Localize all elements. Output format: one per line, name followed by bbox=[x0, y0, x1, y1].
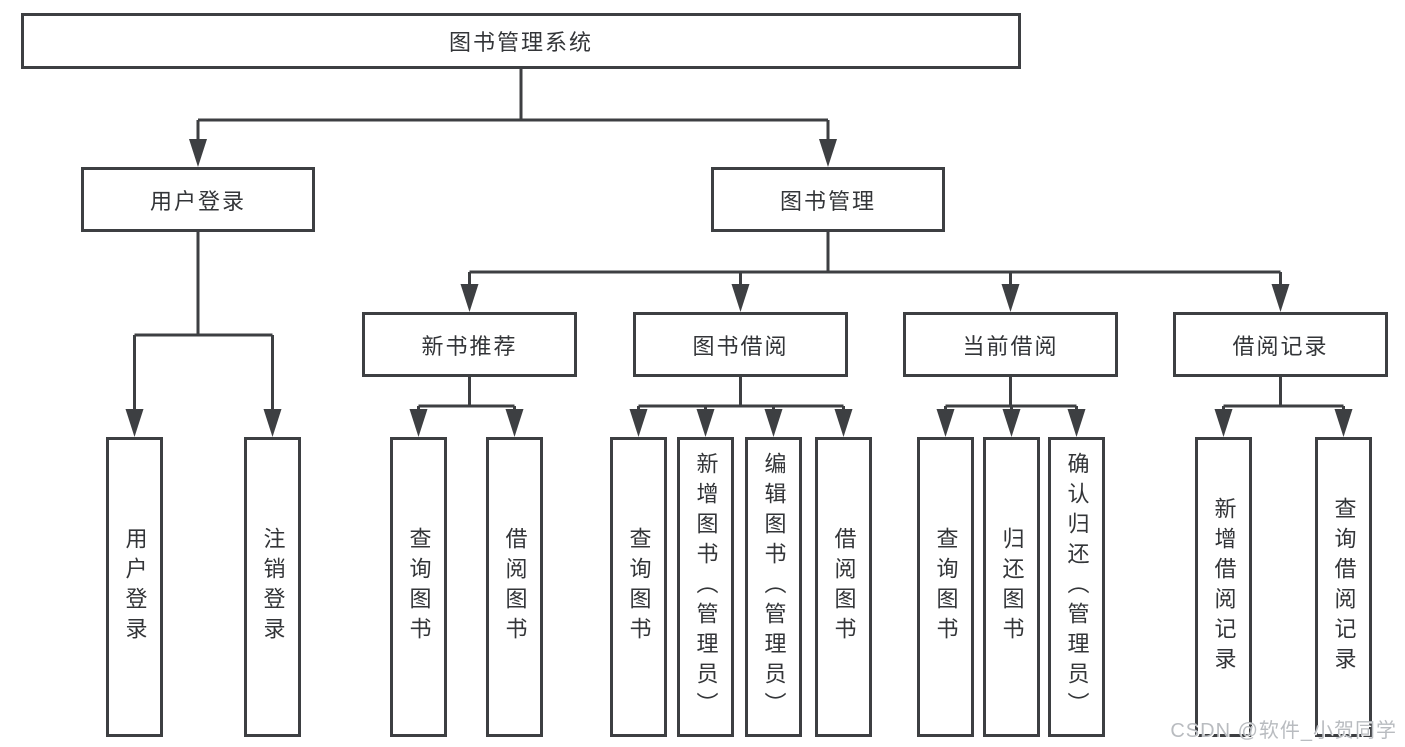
leaf-query-books-recommend: 查询图书 bbox=[390, 437, 447, 737]
leaf-query-books-current: 查询图书 bbox=[917, 437, 974, 737]
leaf-borrow-books: 借阅图书 bbox=[815, 437, 872, 737]
leaf-return-books: 归还图书 bbox=[983, 437, 1040, 737]
leaf-edit-books-admin: 编辑图书（管理员） bbox=[745, 437, 802, 737]
node-label: 图书借阅 bbox=[692, 333, 789, 359]
leaf-add-books-admin: 新增图书（管理员） bbox=[677, 437, 734, 737]
node-current-borrowing: 当前借阅 bbox=[903, 312, 1118, 377]
leaf-label: 借阅图书 bbox=[831, 527, 857, 647]
node-user-login: 用户登录 bbox=[81, 167, 315, 232]
csdn-watermark: CSDN @软件_小贺同学 bbox=[1170, 720, 1397, 742]
leaf-label: 查询图书 bbox=[406, 527, 432, 647]
node-borrowing-records: 借阅记录 bbox=[1173, 312, 1388, 377]
leaf-label: 归还图书 bbox=[999, 527, 1025, 647]
node-library-management-system: 图书管理系统 bbox=[21, 13, 1021, 69]
leaf-label: 查询图书 bbox=[933, 527, 959, 647]
leaf-label: 查询借阅记录 bbox=[1331, 497, 1357, 677]
leaf-label: 新增图书（管理员） bbox=[693, 452, 719, 722]
leaf-label: 查询图书 bbox=[626, 527, 652, 647]
node-label: 图书管理系统 bbox=[448, 30, 593, 55]
leaf-logout-login: 注销登录 bbox=[244, 437, 301, 737]
leaf-user-login: 用户登录 bbox=[106, 437, 163, 737]
leaf-confirm-return-admin: 确认归还（管理员） bbox=[1048, 437, 1105, 737]
node-book-borrowing: 图书借阅 bbox=[633, 312, 848, 377]
leaf-label: 编辑图书（管理员） bbox=[761, 452, 787, 722]
leaf-query-books-borrow: 查询图书 bbox=[610, 437, 667, 737]
leaf-borrow-books-recommend: 借阅图书 bbox=[486, 437, 543, 737]
leaf-query-borrow-record: 查询借阅记录 bbox=[1315, 437, 1372, 737]
node-label: 当前借阅 bbox=[962, 333, 1059, 359]
leaf-label: 用户登录 bbox=[122, 527, 148, 647]
node-label: 借阅记录 bbox=[1232, 333, 1329, 359]
leaf-label: 新增借阅记录 bbox=[1211, 497, 1237, 677]
node-new-book-recommendation: 新书推荐 bbox=[362, 312, 577, 377]
leaf-label: 确认归还（管理员） bbox=[1064, 452, 1090, 722]
node-label: 图书管理 bbox=[779, 188, 876, 214]
node-label: 新书推荐 bbox=[421, 333, 518, 359]
node-label: 用户登录 bbox=[149, 188, 246, 214]
leaf-add-borrow-record: 新增借阅记录 bbox=[1195, 437, 1252, 737]
leaf-label: 借阅图书 bbox=[502, 527, 528, 647]
node-book-management: 图书管理 bbox=[711, 167, 945, 232]
leaf-label: 注销登录 bbox=[260, 527, 286, 647]
